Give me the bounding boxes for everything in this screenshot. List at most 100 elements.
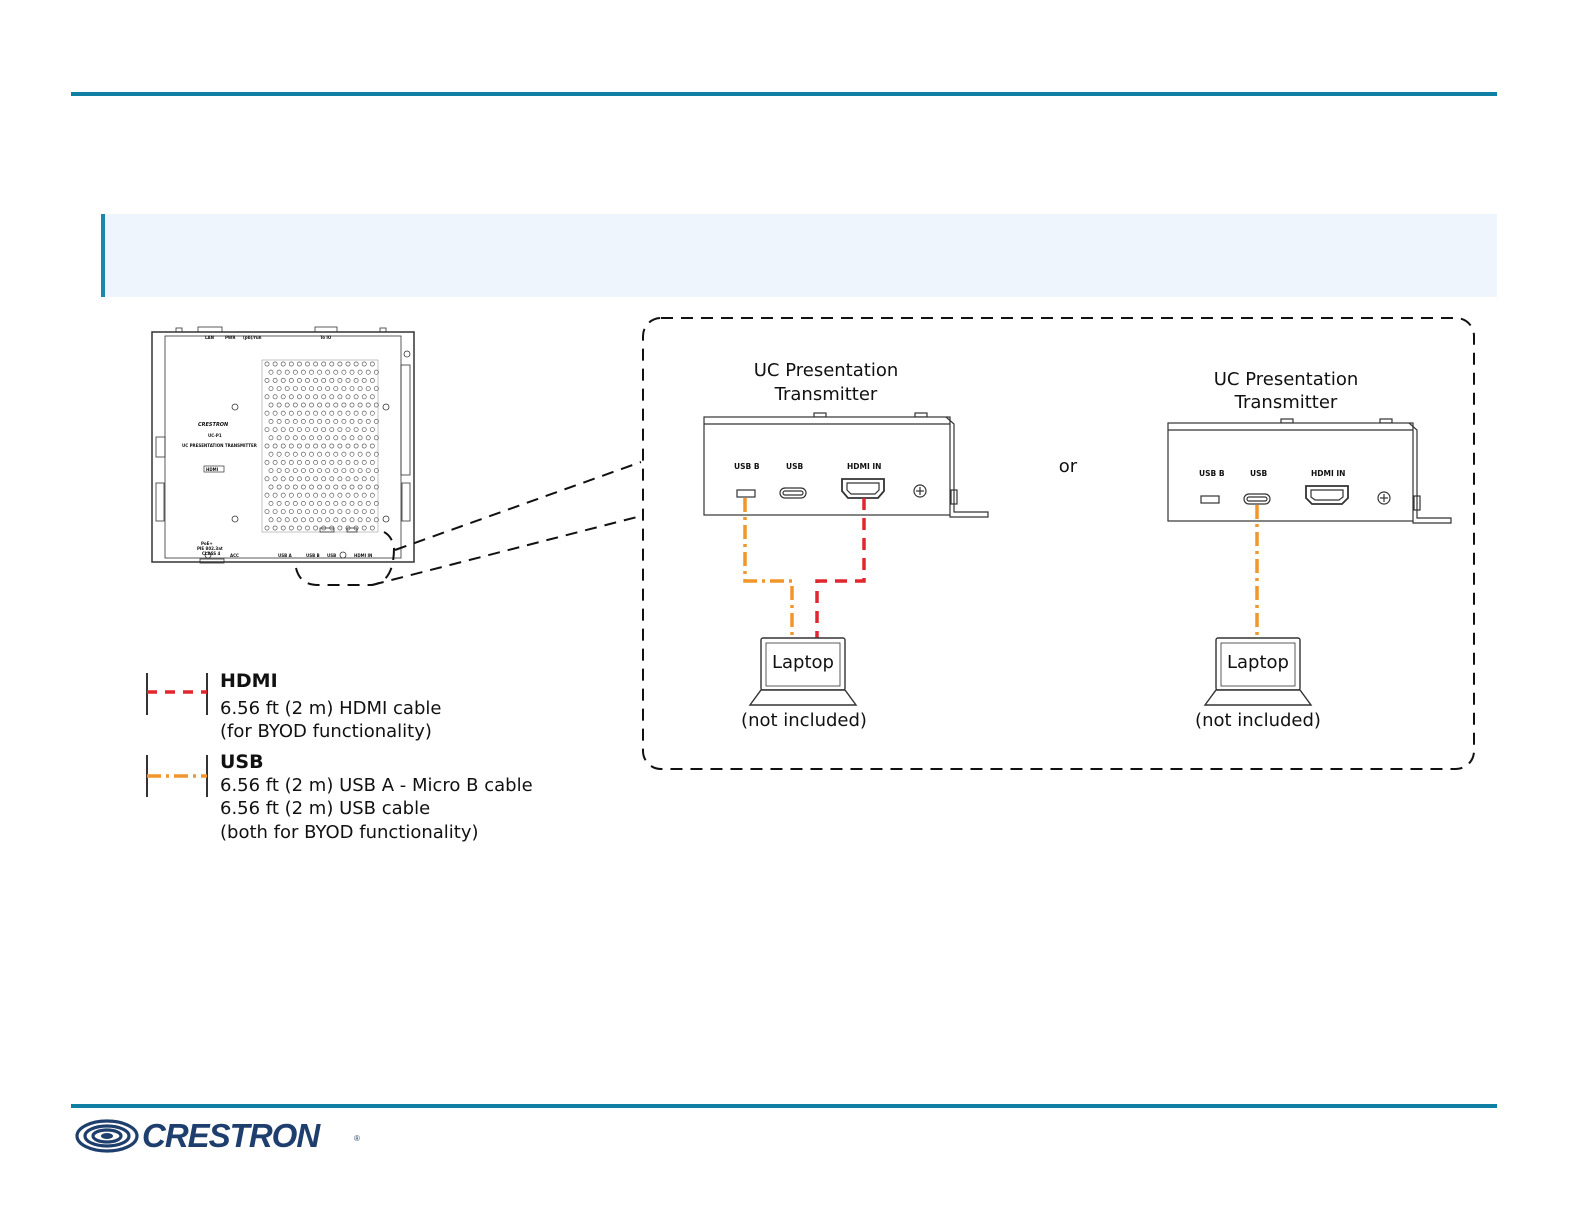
option-a-usb-b-port	[736, 489, 756, 498]
vent-hole	[337, 361, 343, 367]
vent-hole	[333, 386, 339, 391]
vent-hole	[264, 476, 270, 482]
vent-hole	[309, 418, 314, 424]
option-b-port-hdmi-label: HDMI IN	[1311, 469, 1345, 478]
vent-hole	[296, 476, 302, 482]
option-b-laptop	[1203, 637, 1313, 706]
vent-hole	[349, 500, 355, 506]
panel-label-usb-b: USB B	[306, 553, 320, 558]
vent-hole	[369, 427, 375, 432]
vent-hole	[264, 361, 270, 367]
vent-hole	[268, 468, 274, 473]
vent-hole	[365, 468, 371, 473]
vent-hole	[284, 402, 290, 408]
option-a-laptop-note: (not included)	[741, 710, 867, 731]
vent-hole	[341, 500, 347, 506]
vent-hole	[300, 386, 306, 391]
vent-hole	[276, 418, 282, 424]
vent-hole	[264, 525, 270, 531]
device-rear-panel-labels: LAN PWR (pb)/run To IO CRESTRON UC-P1 UC…	[182, 335, 372, 558]
vent-hole	[280, 492, 286, 498]
vent-hole	[373, 484, 379, 490]
crestron-logo: CRESTRON ®	[74, 1116, 364, 1156]
vent-hole	[349, 435, 355, 441]
option-a-hdmi-cable	[815, 498, 866, 638]
vent-hole	[264, 443, 270, 449]
legend-usb-swatch	[146, 755, 208, 797]
vent-hole	[325, 451, 331, 457]
vent-hole	[296, 361, 302, 367]
vent-hole	[309, 468, 314, 473]
vent-hole	[321, 476, 327, 482]
vent-hole	[292, 435, 298, 441]
vent-hole	[280, 427, 286, 432]
vent-hole	[337, 525, 343, 531]
vent-hole	[361, 492, 367, 498]
vent-hole	[357, 435, 363, 441]
vent-hole	[264, 377, 270, 383]
vent-hole	[288, 361, 294, 367]
vent-hole	[345, 427, 351, 432]
vent-hole	[357, 402, 363, 408]
vent-hole	[276, 451, 282, 457]
vent-hole	[300, 418, 306, 424]
vent-hole	[272, 410, 278, 416]
vent-hole	[309, 500, 314, 506]
vent-hole	[333, 484, 339, 490]
vent-hole	[361, 361, 367, 367]
vent-hole	[313, 377, 318, 383]
vent-hole	[296, 427, 302, 432]
vent-hole	[272, 476, 278, 482]
vent-hole	[280, 509, 286, 514]
vent-hole	[264, 492, 270, 498]
vent-hole	[284, 435, 290, 441]
vent-hole	[321, 443, 327, 449]
legend-hdmi-line-1: 6.56 ft (2 m) HDMI cable	[220, 698, 442, 719]
vent-hole	[373, 386, 379, 391]
vent-hole	[325, 517, 331, 523]
vent-hole	[268, 402, 274, 408]
vent-hole	[264, 394, 270, 400]
vent-hole	[369, 525, 375, 531]
vent-hole	[313, 394, 318, 400]
option-separator: or	[1059, 456, 1078, 477]
vent-hole	[345, 361, 351, 367]
vent-hole	[317, 517, 322, 523]
vent-hole	[333, 402, 339, 408]
vent-hole	[284, 484, 290, 490]
vent-hole	[272, 377, 278, 383]
vent-hole	[373, 418, 379, 424]
vent-hole	[361, 410, 367, 416]
vent-hole	[337, 459, 343, 465]
vent-hole	[300, 369, 306, 375]
vent-hole	[292, 451, 298, 457]
vent-hole	[325, 500, 331, 506]
option-b-port-usb-b-label: USB B	[1199, 469, 1225, 478]
vent-hole	[337, 394, 343, 400]
vent-hole	[353, 459, 359, 465]
vent-hole	[333, 369, 339, 375]
vent-hole	[365, 451, 371, 457]
panel-product-name: UC PRESENTATION TRANSMITTER	[182, 443, 257, 448]
vent-hole	[305, 525, 310, 531]
vent-hole	[345, 459, 351, 465]
vent-hole	[341, 468, 347, 473]
vent-hole	[361, 443, 367, 449]
vent-hole	[361, 394, 367, 400]
vent-hole	[317, 386, 322, 391]
vent-hole	[325, 402, 331, 408]
vent-hole	[361, 377, 367, 383]
option-a-usb-cable	[743, 498, 794, 638]
vent-hole	[317, 468, 322, 473]
vent-hole	[345, 394, 351, 400]
vent-hole	[333, 517, 339, 523]
vent-hole	[329, 476, 335, 482]
legend-usb-line-1: 6.56 ft (2 m) USB A - Micro B cable	[220, 775, 533, 796]
panel-label-usb: USB	[327, 553, 336, 558]
vent-hole	[305, 459, 310, 465]
vent-hole	[280, 361, 286, 367]
vent-hole	[357, 517, 363, 523]
vent-hole	[337, 377, 343, 383]
option-b-ground-screw	[1377, 491, 1391, 505]
vent-hole	[365, 484, 371, 490]
